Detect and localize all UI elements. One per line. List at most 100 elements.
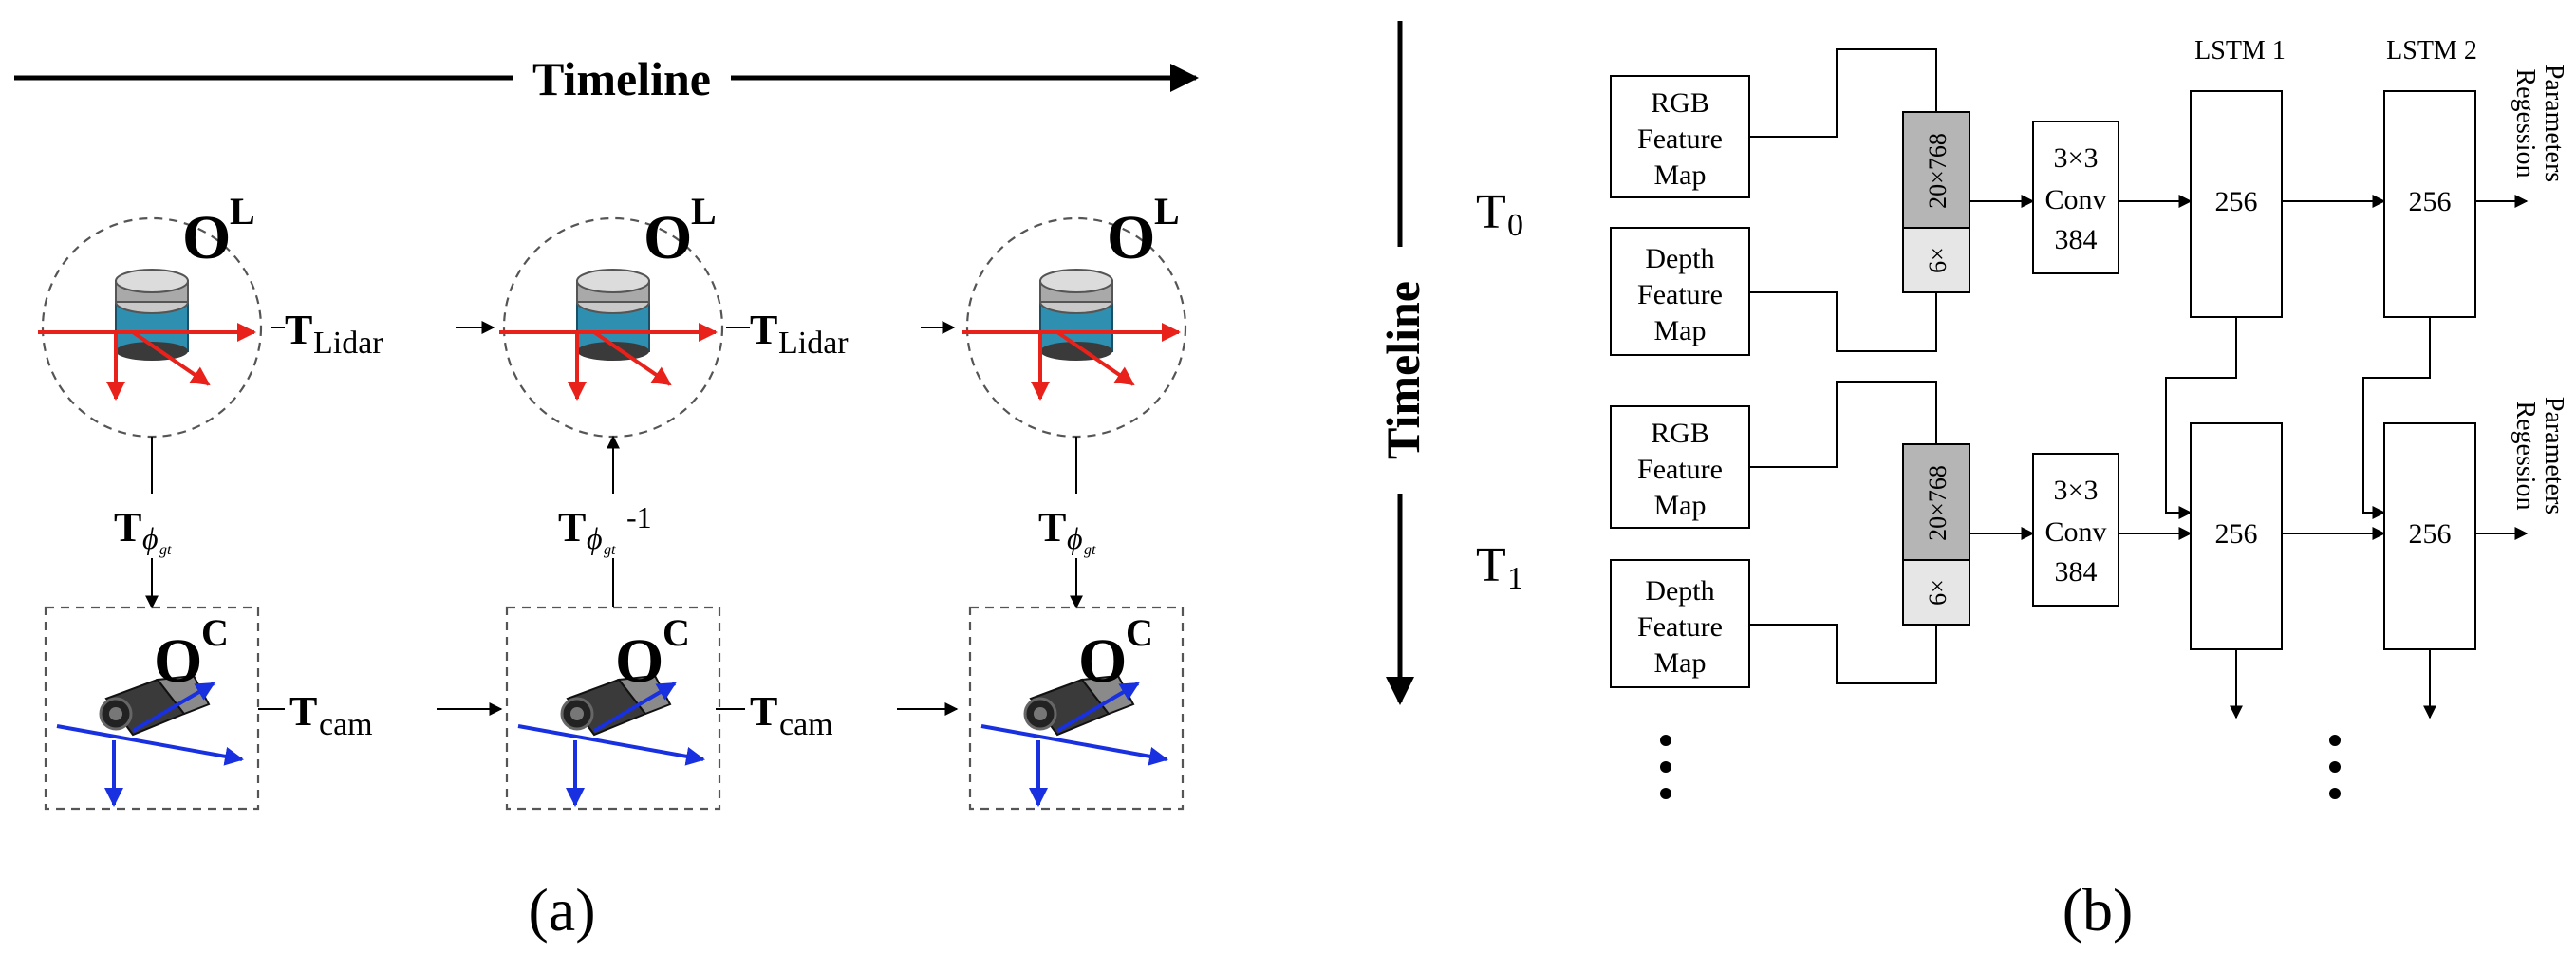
depth-wire-t0 [1749,291,1937,352]
row-t1: RGB Feature Map Depth Feature Map 20×768… [1610,381,2568,719]
regression-line2-t1: Regession [2511,401,2540,510]
camera-z-axis [592,682,677,733]
t-phi-subsub-2: gt [604,542,616,558]
depth-line1-t0: Depth [1645,243,1714,274]
t-cam-letter-2: T [750,688,777,735]
caption-b: (b) [2063,876,2134,944]
rgb-wire-t0 [1749,48,1937,138]
conv-line1-t1: 3×3 [2054,475,2099,506]
camera-frame-sup: C [663,611,690,654]
lidar-frame-label: O [644,203,692,272]
t-lidar-sub-1: Lidar [313,326,383,361]
conv-line2-t1: Conv [2044,516,2106,548]
camera-frame-1: OC [44,606,260,811]
regression-line2-t0: Regession [2511,68,2540,178]
lidar-y-axis [131,330,211,386]
camera-frame-label: O [154,626,202,696]
t0-letter: T [1476,185,1506,239]
lstm2-units-t1: 256 [2409,518,2452,550]
t-phi-sub-3: ϕ [1067,521,1083,555]
t-phi-bg-1 [104,494,199,558]
conv-line3-t0: 384 [2055,224,2098,255]
camera-z-axis [131,682,215,733]
lidar-frame-2: OL [499,190,724,439]
ellipsis-right [2329,735,2341,799]
concat-bottom-t0 [1902,227,1970,293]
conv-line2-t0: Conv [2044,184,2106,215]
concat-top-label-t0: 20×768 [1924,133,1951,209]
lidar-frame-label: O [1107,203,1155,272]
timeline-b-label: Timeline [1376,281,1429,459]
t-phi-sub-1: ϕ [142,521,159,555]
lstm1-label: LSTM 1 [2194,36,2286,65]
lstm1-box-t1 [2190,422,2283,650]
depth-line1-t1: Depth [1645,575,1714,607]
camera-frame-sup: C [201,611,229,654]
lidar-y-axis [1055,330,1135,386]
depth-feature-box-t1 [1610,559,1750,688]
t-cam-letter-1: T [289,688,317,735]
lidar-y-axis [592,330,672,386]
row-t0: RGB Feature Map Depth Feature Map 20×768… [1610,48,2568,356]
t-phi-sub-2: ϕ [587,521,603,555]
camera-x-axis [517,724,705,766]
camera-x-axis [980,724,1168,766]
t-phi-inverse-sup: -1 [626,500,652,534]
camera-frame-sup: C [1126,611,1153,654]
lidar-frame-3: OL [962,190,1187,439]
rgb-line1-t1: RGB [1651,418,1709,449]
lidar-sensor-icon [1039,269,1113,361]
t-cam-label-bg-2 [745,683,897,740]
t1-letter: T [1476,538,1506,592]
lidar-frame-sup: L [691,190,717,233]
t-lidar-label-bg-2 [750,302,921,359]
rgb-line3-t0: Map [1654,159,1707,191]
lstm2-units-t0: 256 [2409,186,2452,217]
lidar-sensor-icon [576,269,650,361]
lstm1-box-t0 [2190,90,2283,318]
camera-frame-2: OC [505,606,721,811]
depth-line3-t1: Map [1654,647,1707,679]
t-phi-bg-2 [555,494,679,558]
camera-frame-label: O [1078,626,1127,696]
t-cam-sub-1: cam [319,707,373,742]
t-phi-subsub-3: gt [1084,542,1096,558]
camera-frame-3: OC [968,606,1185,811]
lidar-frame-label: O [182,203,231,272]
t-phi-bg-3 [1029,494,1124,558]
camera-icon [1023,674,1135,737]
t-lidar-letter-1: T [285,307,312,353]
timeline-b-label-bg [1367,247,1438,494]
conv-box-t1 [2032,453,2119,607]
t-lidar-label-bg-1 [285,302,456,359]
conv-box-t0 [2032,121,2119,274]
t-cam-sub-2: cam [779,707,833,742]
lidar-frame-sup: L [1154,190,1180,233]
t1-sub: 1 [1507,561,1523,596]
concat-top-t1 [1902,443,1970,561]
t-cam-label-bg-1 [285,683,437,740]
camera-frame-label: O [615,626,663,696]
t-phi-subsub-1: gt [159,542,172,558]
depth-line3-t0: Map [1654,315,1707,346]
lstm1-units-t1: 256 [2215,518,2258,550]
t-phi-letter-2: T [558,504,586,551]
concat-bottom-t1 [1902,559,1970,626]
lidar-frame-sup: L [230,190,255,233]
rgb-line3-t1: Map [1654,490,1707,521]
lstm2-box-t0 [2383,90,2476,318]
ellipsis-left [1660,735,1671,799]
rgb-line2-t1: Feature [1637,454,1723,485]
caption-a: (a) [528,876,595,944]
rgb-feature-box-t1 [1610,405,1750,529]
lstm1-recurrent-wire [2165,317,2237,519]
rgb-line1-t0: RGB [1651,87,1709,119]
concat-bottom-label-t1: 6× [1924,579,1951,606]
panel-b: Timeline T 0 T 1 LSTM 1 LSTM 2 RGB Featu… [1367,21,2568,944]
conv-line3-t1: 384 [2055,556,2098,588]
depth-feature-box-t0 [1610,227,1750,356]
lstm2-label: LSTM 2 [2386,36,2477,65]
depth-line2-t0: Feature [1637,279,1723,310]
t0-sub: 0 [1507,208,1523,243]
